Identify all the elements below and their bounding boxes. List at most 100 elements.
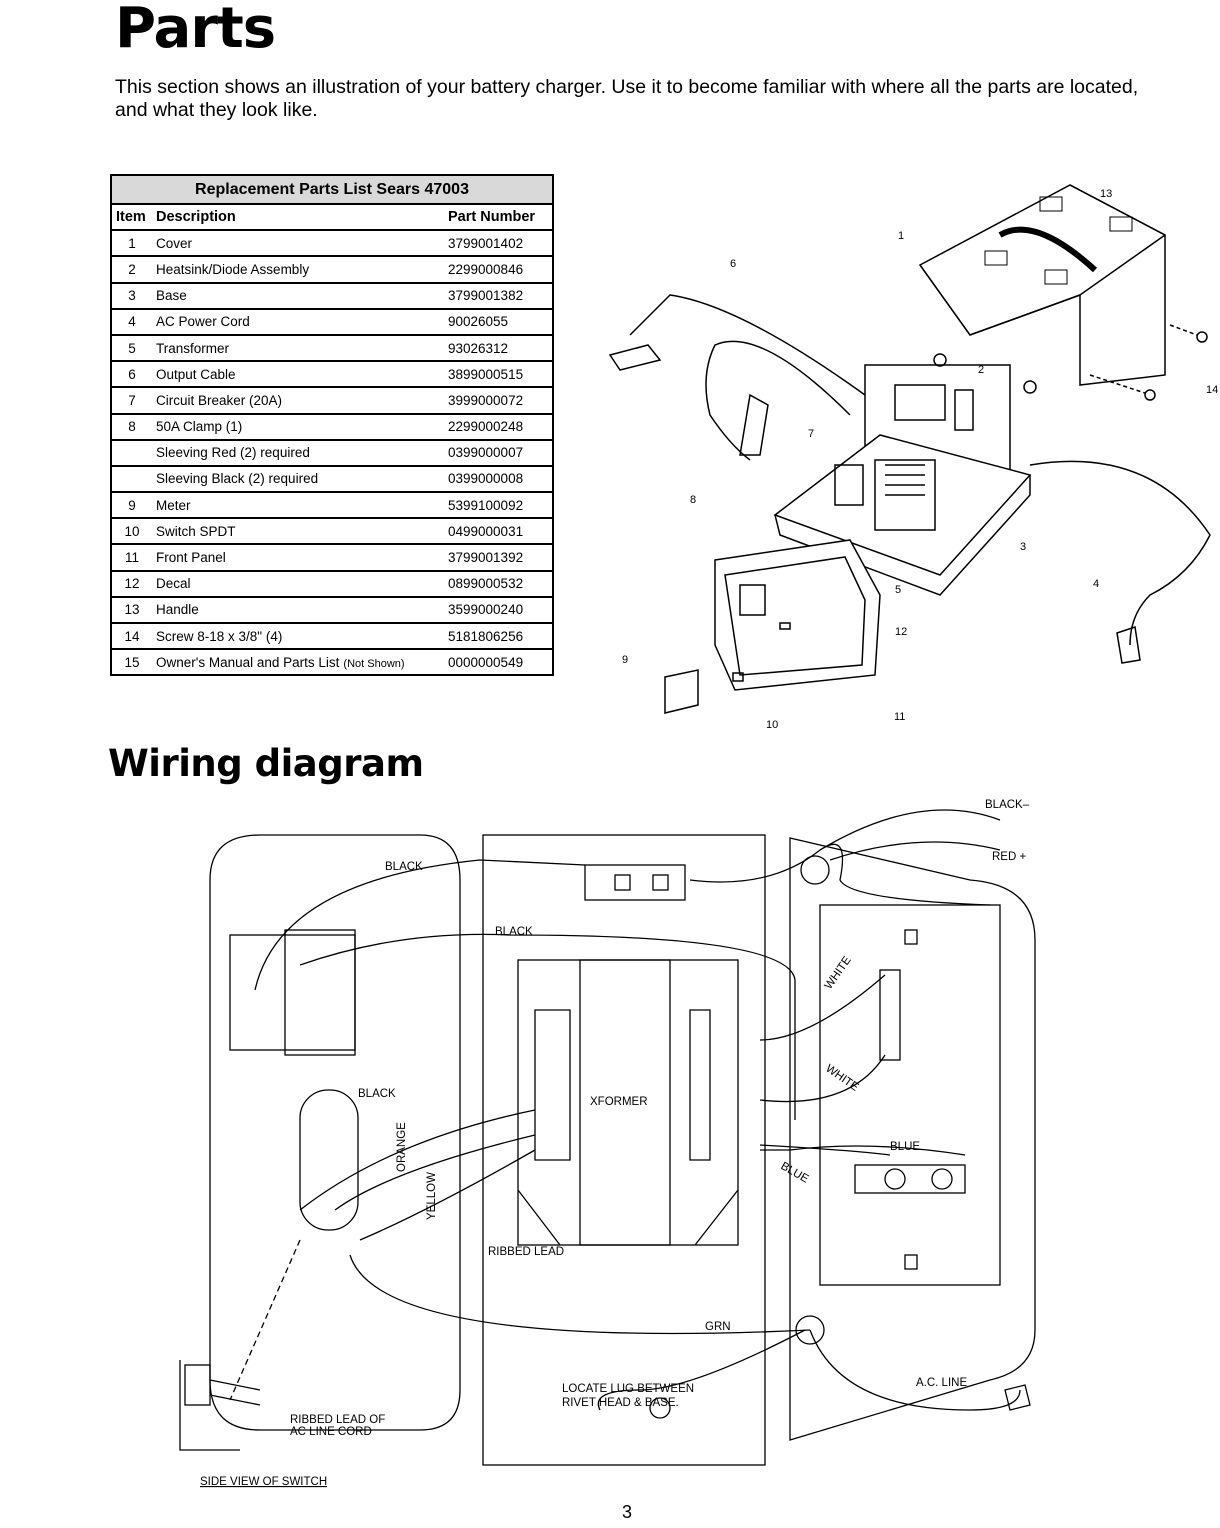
parts-table: Replacement Parts List Sears 47003 Item … (110, 174, 554, 677)
callout-8: 8 (690, 494, 696, 506)
description-cell: Sleeving Red (2) required (152, 439, 444, 467)
description-text: Handle (156, 602, 199, 618)
part-number-cell: 0399000008 (444, 465, 553, 494)
part-number-cell: 3599000240 (444, 596, 553, 625)
label-ribbed-cord-1: RIBBED LEAD OF (290, 1414, 385, 1426)
item-cell: 10 (111, 518, 152, 546)
description-cell: Screw 8-18 x 3/8" (4) (152, 623, 444, 651)
part-number-cell: 3999000072 (444, 387, 553, 415)
exploded-callouts: 1 2 3 4 5 6 7 8 9 10 11 12 13 14 (622, 188, 1218, 731)
description-text: Sleeving Black (2) required (156, 471, 319, 487)
description-cell: Output Cable (152, 361, 444, 389)
item-cell: 15 (111, 649, 152, 677)
part-number-cell: 0899000532 (444, 570, 553, 598)
callout-4: 4 (1093, 578, 1099, 590)
part-number-cell: 3899000515 (444, 361, 553, 389)
label-black-top: BLACK (385, 861, 423, 873)
wiring-title: Wiring diagram (108, 742, 424, 785)
label-blue-2: BLUE (779, 1160, 811, 1186)
description-cell: Sleeving Black (2) required (152, 465, 444, 494)
callout-7: 7 (808, 428, 814, 440)
label-red-out: RED + (992, 851, 1026, 863)
description-cell: Decal (152, 570, 444, 598)
label-black-mid: BLACK (495, 926, 533, 938)
part-number-cell: 0499000031 (444, 518, 553, 546)
header-item: Item (111, 204, 152, 232)
part-number-cell: 3799001382 (444, 282, 553, 310)
callout-5: 5 (895, 584, 901, 596)
part-number-cell: 5181806256 (444, 623, 553, 651)
label-grn: GRN (705, 1321, 731, 1333)
description-cell: Front Panel (152, 544, 444, 572)
description-text: Base (156, 288, 187, 304)
description-text: Decal (156, 576, 191, 592)
header-part-number: Part Number (444, 204, 553, 232)
callout-3: 3 (1020, 541, 1026, 553)
callout-13: 13 (1100, 188, 1112, 200)
description-text: 50A Clamp (1) (156, 419, 243, 435)
header-description: Description (152, 204, 444, 232)
page-title: Parts (115, 0, 276, 61)
item-cell: 8 (111, 413, 152, 441)
parts-table-caption: Replacement Parts List Sears 47003 (111, 175, 553, 205)
description-text: Sleeving Red (2) required (156, 445, 310, 461)
description-text: Transformer (156, 340, 230, 356)
description-text: Front Panel (156, 550, 226, 566)
label-orange: ORANGE (396, 1122, 408, 1172)
page-number: 3 (622, 1502, 633, 1522)
item-cell (111, 439, 152, 467)
label-ac-line: A.C. LINE (916, 1377, 967, 1389)
description-cell: 50A Clamp (1) (152, 413, 444, 441)
item-cell: 12 (111, 570, 152, 598)
callout-12: 12 (895, 626, 907, 638)
description-text: AC Power Cord (156, 314, 250, 330)
label-black-out: BLACK– (985, 799, 1030, 811)
part-number-cell: 3799001402 (444, 230, 553, 258)
description-text: Screw 8-18 x 3/8" (4) (156, 628, 283, 644)
part-number-cell: 2299000846 (444, 256, 553, 284)
label-side-view: SIDE VIEW OF SWITCH (200, 1476, 327, 1488)
item-cell: 6 (111, 361, 152, 389)
item-cell: 14 (111, 623, 152, 651)
part-number-cell: 93026312 (444, 334, 553, 363)
item-cell: 3 (111, 282, 152, 310)
description-text: Switch SPDT (156, 523, 236, 539)
description-cell: Meter (152, 492, 444, 520)
item-cell: 7 (111, 387, 152, 415)
intro-paragraph: This section shows an illustration of yo… (115, 76, 1139, 121)
description-cell: AC Power Cord (152, 308, 444, 336)
label-white-1: WHITE (823, 954, 854, 992)
item-cell: 1 (111, 230, 152, 258)
item-cell (111, 465, 152, 494)
description-cell: Switch SPDT (152, 518, 444, 546)
item-cell: 13 (111, 596, 152, 625)
description-cell: Owner's Manual and Parts List(Not Shown) (152, 649, 444, 677)
callout-11: 11 (894, 711, 905, 723)
description-cell: Cover (152, 230, 444, 258)
part-number-cell: 0000000549 (444, 649, 553, 677)
callout-1: 1 (898, 230, 904, 242)
label-blue-1: BLUE (890, 1141, 920, 1153)
callout-10: 10 (766, 719, 778, 731)
callout-2: 2 (978, 364, 984, 376)
description-text: Meter (156, 497, 191, 513)
description-text: Heatsink/Diode Assembly (156, 261, 310, 277)
wiring-diagram: XFORMER BL (179, 799, 1036, 1488)
label-ribbed-cord-2: AC LINE CORD (290, 1426, 372, 1438)
item-cell: 2 (111, 256, 152, 284)
label-yellow: YELLOW (426, 1172, 438, 1220)
label-locate-2: RIVET HEAD & BASE. (562, 1397, 679, 1409)
exploded-view-illustration: 1 2 3 4 5 6 7 8 9 10 11 12 13 14 (608, 184, 1218, 731)
description-text: Cover (156, 235, 193, 251)
